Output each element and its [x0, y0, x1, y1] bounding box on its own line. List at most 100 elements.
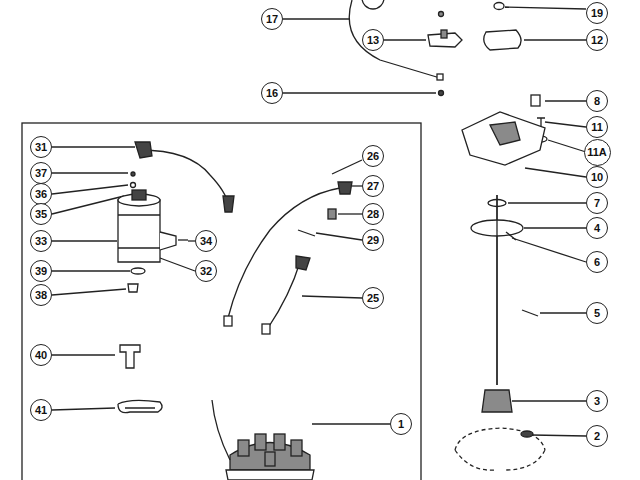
callout-circle: 6: [586, 251, 608, 273]
callout-number: 26: [367, 151, 379, 162]
callout-number: 31: [35, 142, 47, 153]
part-27: [338, 182, 352, 194]
callout-circle: 27: [362, 175, 384, 197]
part-1-tower: [238, 440, 249, 456]
wire-26-end: [224, 316, 232, 326]
callout-number: 19: [591, 8, 603, 19]
callout-circle: 5: [586, 302, 608, 324]
callout-circle: 1: [390, 413, 412, 435]
callout-circle: 33: [30, 230, 52, 252]
part-1-tower: [255, 434, 266, 450]
callout-number: 32: [200, 266, 212, 277]
callout-circle: 28: [362, 203, 384, 225]
callout-circle: 4: [586, 217, 608, 239]
callout-circle: 31: [30, 136, 52, 158]
callout-number: 29: [367, 235, 379, 246]
part-38: [128, 284, 138, 292]
callout-circle: 37: [30, 162, 52, 184]
callout-circle: 40: [30, 344, 52, 366]
part-16: [439, 91, 444, 96]
callout-circle: 32: [195, 260, 217, 282]
callout-number: 2: [594, 431, 600, 442]
wire-25-end: [262, 324, 270, 334]
part-10-contact: [490, 122, 520, 145]
cut-callout-circle: [362, 0, 384, 9]
part-3: [482, 390, 512, 412]
part-1-tower: [291, 440, 302, 456]
part-8: [531, 95, 540, 106]
part-1-tower: [265, 452, 275, 466]
top-parts: [349, 0, 521, 96]
callout-circle: 12: [586, 29, 608, 51]
callout-number: 11: [591, 122, 603, 133]
callout-number: 3: [594, 396, 600, 407]
callout-number: 6: [594, 257, 600, 268]
leader-lines: [52, 7, 586, 436]
callout-circle: 39: [30, 260, 52, 282]
callout-circle: 38: [30, 284, 52, 306]
part-5: [522, 310, 538, 316]
part-36: [131, 183, 136, 188]
callout-number: 41: [35, 405, 47, 416]
callout-circle: 7: [586, 192, 608, 214]
part-1-tower: [274, 434, 285, 450]
callout-number: 37: [35, 168, 47, 179]
callout-circle: 41: [30, 399, 52, 421]
part-4-shaft: [496, 195, 497, 385]
wire-26: [228, 188, 340, 318]
part-4-shaft-front: [496, 195, 497, 385]
callout-circle: 11: [586, 116, 608, 138]
callout-circle: 13: [362, 29, 384, 51]
callout-number: 10: [591, 172, 603, 183]
callout-number: 39: [35, 266, 47, 277]
callout-circle: 8: [586, 90, 608, 112]
part-35: [132, 190, 146, 200]
part-19: [494, 3, 504, 10]
callout-number: 8: [594, 96, 600, 107]
wire-31-boot: [135, 142, 152, 158]
part-1-body: [226, 470, 314, 480]
callout-number: 1: [398, 419, 404, 430]
part-10: [462, 112, 545, 165]
callout-number: 16: [266, 88, 278, 99]
wire-terminal: [437, 74, 443, 80]
callout-number: 4: [594, 223, 600, 234]
callout-number: 13: [367, 35, 379, 46]
callout-number: 12: [591, 35, 603, 46]
part-34: [178, 239, 188, 240]
callout-number: 11A: [587, 147, 607, 158]
part-2-outline: [455, 428, 545, 470]
callout-number: 38: [35, 290, 47, 301]
callout-number: 40: [35, 350, 47, 361]
callout-circle: 11A: [584, 139, 611, 166]
part-33: [118, 200, 160, 262]
inset-frame: [22, 123, 421, 480]
part-37: [131, 172, 135, 176]
callout-circle: 34: [195, 230, 217, 252]
callout-circle: 36: [30, 183, 52, 205]
callout-circle: 10: [586, 166, 608, 188]
part-6: [506, 232, 516, 240]
wire-17: [349, 0, 440, 78]
small-part: [439, 12, 444, 17]
part-29: [298, 230, 315, 236]
part-39: [131, 268, 145, 274]
callout-circle: 29: [362, 229, 384, 251]
callout-number: 17: [266, 14, 278, 25]
callout-number: 27: [367, 181, 379, 192]
callout-number: 35: [35, 209, 47, 220]
part-32: [160, 232, 176, 250]
part-40: [120, 345, 140, 368]
part-32-band: [118, 215, 160, 248]
callout-number: 36: [35, 189, 47, 200]
wire-25-boot: [296, 256, 310, 270]
callout-number: 28: [367, 209, 379, 220]
callout-circle: 25: [362, 287, 384, 309]
part-41: [118, 400, 162, 412]
inset-parts: [118, 142, 352, 480]
callout-circle: 26: [362, 145, 384, 167]
breaker-parts: [455, 95, 547, 470]
part-13-tab: [441, 30, 447, 38]
